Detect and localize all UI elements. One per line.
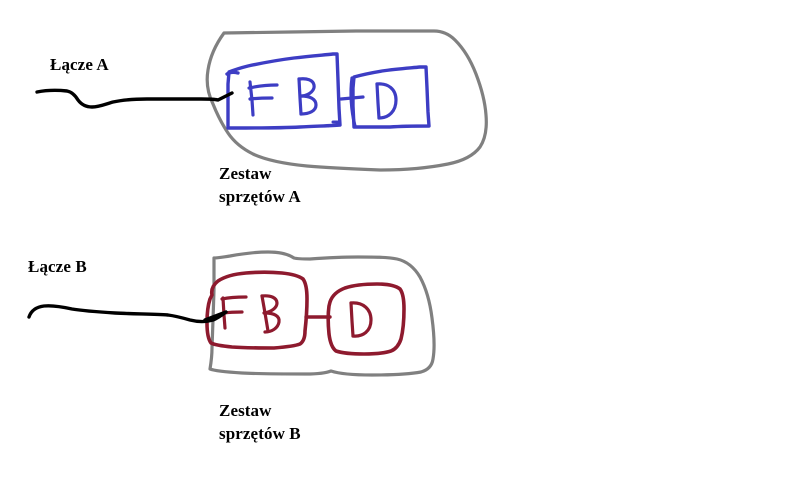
set-label-a-line1: Zestaw: [219, 164, 272, 183]
link-label-a: Łącze A: [50, 55, 109, 74]
link-line-a: [35, 88, 234, 109]
set-label-b-line2: sprzętów B: [219, 424, 301, 443]
device-label-a-d-glyph: [375, 82, 398, 120]
set-label-b-line1: Zestaw: [219, 401, 272, 420]
device-box-a-fb: [225, 52, 342, 130]
site-boundary-b: [208, 250, 436, 377]
link-line-b: [27, 304, 228, 324]
device-box-b-fb: [205, 270, 309, 350]
device-label-a-fb-glyph: [247, 77, 318, 117]
device-box-a-d: [351, 65, 431, 129]
device-box-b-d: [326, 282, 406, 356]
device-connector-a: [339, 76, 365, 128]
link-label-b: Łącze B: [28, 257, 87, 276]
set-label-a-line2: sprzętów A: [219, 187, 301, 206]
device-label-b-fb-glyph: [220, 294, 281, 334]
site-boundary-a: [205, 29, 488, 172]
device-label-b-d-glyph: [349, 301, 373, 338]
